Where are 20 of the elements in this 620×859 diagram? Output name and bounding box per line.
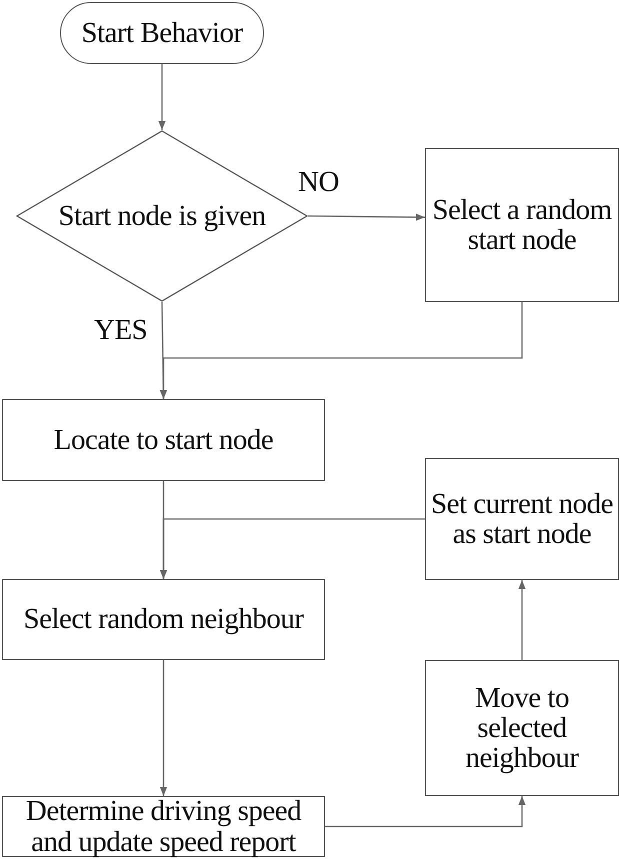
node-label: Select random neighbour [23,604,304,635]
arrow [158,64,166,130]
node-label: Start Behavior [81,18,243,48]
process-box [425,148,619,302]
arrow [518,580,526,660]
arrow [325,796,526,828]
process-box [425,660,619,796]
process-box [2,579,325,660]
arrow [160,660,168,796]
process-box [2,399,325,481]
process-box [425,458,619,580]
arrow [160,518,425,579]
node-label: Locate to start node [54,424,274,456]
node-label: Set current node as start node [430,488,614,550]
arrow [308,214,425,221]
arrow [160,302,523,399]
node-label: Select a random start node [431,194,613,256]
node-label: Determine driving speed and update speed report [24,796,302,857]
node-label: Start node is given [58,200,266,232]
node-label: Move to selected neighbour [464,682,580,774]
